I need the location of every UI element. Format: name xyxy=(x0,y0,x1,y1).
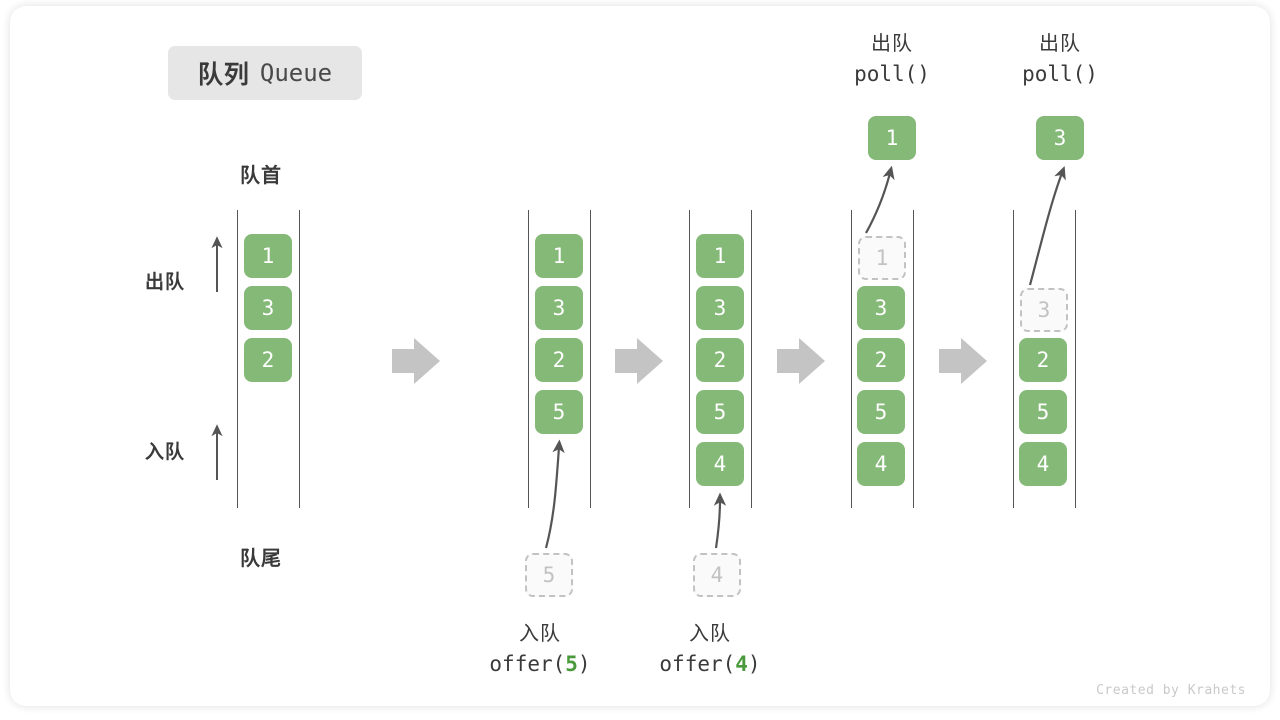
queue-cell: 5 xyxy=(535,390,583,434)
poll-2-caption: 出队 poll() xyxy=(980,30,1140,89)
rail-left-col2 xyxy=(528,210,529,508)
popped-value-cell: 3 xyxy=(1036,116,1084,160)
flow-arrow xyxy=(615,338,663,384)
rail-left-col5 xyxy=(1013,210,1014,508)
queue-head-label: 队首 xyxy=(240,165,282,187)
incoming-ghost-cell: 4 xyxy=(693,553,741,597)
poll-1-caption-cn: 出队 xyxy=(871,33,913,55)
poll-1-arrow xyxy=(865,165,895,234)
queue-cell: 2 xyxy=(1019,338,1067,382)
rail-right-col2 xyxy=(590,210,591,508)
enqueue-4-arg: 4 xyxy=(735,652,748,676)
enqueue-5-arrow xyxy=(544,439,565,549)
rail-left-col1 xyxy=(237,210,238,508)
rail-right-col1 xyxy=(299,210,300,508)
credit-text: Created by Krahets xyxy=(1096,683,1246,698)
queue-tail-label: 队尾 xyxy=(240,548,282,570)
poll-1-caption-fn: poll() xyxy=(854,62,930,86)
queue-cell: 3 xyxy=(535,286,583,330)
queue-cell: 4 xyxy=(857,442,905,486)
queue-cell: 5 xyxy=(857,390,905,434)
poll-1-caption: 出队 poll() xyxy=(812,30,972,89)
rail-right-col4 xyxy=(913,210,914,508)
queue-cell: 5 xyxy=(1019,390,1067,434)
poll-2-caption-cn: 出队 xyxy=(1039,33,1081,55)
rail-right-col3 xyxy=(751,210,752,508)
queue-cell-ghost: 3 xyxy=(1020,288,1068,332)
enqueue-4-caption-fn: offer(4) xyxy=(659,652,761,676)
queue-cell: 1 xyxy=(696,234,744,278)
enqueue-4-arrow xyxy=(713,492,727,549)
queue-cell-ghost: 1 xyxy=(858,236,906,280)
incoming-ghost-cell: 5 xyxy=(525,553,573,597)
queue-cell: 1 xyxy=(244,234,292,278)
rail-left-col3 xyxy=(689,210,690,508)
queue-cell: 2 xyxy=(244,338,292,382)
flow-arrow xyxy=(392,338,440,384)
queue-cell: 4 xyxy=(1019,442,1067,486)
title-badge: 队列 Queue xyxy=(168,46,362,100)
enqueue-4-caption-cn: 入队 xyxy=(689,623,731,645)
poll-2-arrow xyxy=(1028,165,1066,286)
queue-cell: 3 xyxy=(696,286,744,330)
title-badge-cn: 队列 xyxy=(197,61,250,89)
title-badge-en: Queue xyxy=(259,59,333,87)
flow-arrow xyxy=(939,338,987,384)
dequeue-direction-label: 出队 xyxy=(145,272,186,293)
enqueue-5-caption: 入队 offer(5) xyxy=(460,620,620,679)
enqueue-5-arg: 5 xyxy=(565,652,578,676)
queue-cell: 5 xyxy=(696,390,744,434)
queue-cell: 4 xyxy=(696,442,744,486)
poll-2-caption-fn: poll() xyxy=(1022,62,1098,86)
enqueue-4-caption: 入队 offer(4) xyxy=(630,620,790,679)
rail-left-col4 xyxy=(851,210,852,508)
flow-arrow xyxy=(777,338,825,384)
queue-cell: 2 xyxy=(535,338,583,382)
enqueue-direction-label: 入队 xyxy=(145,442,186,463)
queue-cell: 2 xyxy=(696,338,744,382)
rail-right-col5 xyxy=(1075,210,1076,508)
queue-cell: 3 xyxy=(244,286,292,330)
queue-cell: 1 xyxy=(535,234,583,278)
queue-cell: 3 xyxy=(857,286,905,330)
queue-cell: 2 xyxy=(857,338,905,382)
enqueue-5-caption-cn: 入队 xyxy=(519,623,561,645)
popped-value-cell: 1 xyxy=(868,116,916,160)
enqueue-5-caption-fn: offer(5) xyxy=(489,652,591,676)
